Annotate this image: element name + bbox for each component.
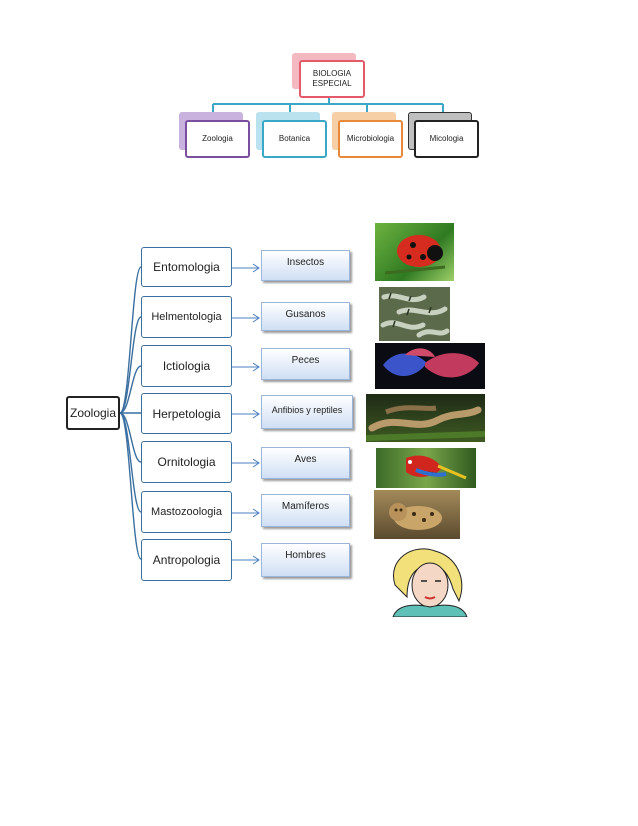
branch-ornitologia: Ornitologia: [141, 441, 232, 483]
leaf-mamiferos: Mamíferos: [261, 494, 350, 527]
snake-photo: [366, 394, 485, 442]
ladybug-photo: [375, 223, 454, 281]
zoologia-root-node: Zoologia: [66, 396, 120, 430]
leaf-hombres: Hombres: [261, 543, 350, 577]
branch-helmentologia: Helmentologia: [141, 296, 232, 338]
micologia-node: Micologia: [414, 120, 479, 158]
branch-antropologia: Antropologia: [141, 539, 232, 581]
branch-arrows: [232, 263, 260, 565]
parrot-photo: [376, 448, 476, 488]
leaf-gusanos: Gusanos: [261, 302, 350, 331]
branch-mastozoologia: Mastozoologia: [141, 491, 232, 533]
worms-photo: [379, 287, 450, 341]
zoology-branch-curves: [119, 266, 142, 560]
microbiologia-node: Microbiologia: [338, 120, 403, 158]
branch-herpetologia: Herpetologia: [141, 393, 232, 434]
wildcat-photo: [374, 490, 460, 539]
leaf-aves: Aves: [261, 447, 350, 479]
betta-fish-photo: [375, 343, 485, 389]
botanica-node: Botanica: [262, 120, 327, 158]
leaf-anfibios-reptiles: Anfibios y reptiles: [261, 395, 353, 429]
branch-entomologia: Entomologia: [141, 247, 232, 287]
woman-illustration: [383, 545, 475, 617]
leaf-insectos: Insectos: [261, 250, 350, 281]
branch-ictiologia: Ictiologia: [141, 345, 232, 387]
zoologia-node: Zoologia: [185, 120, 250, 158]
leaf-peces: Peces: [261, 348, 350, 380]
biologia-especial-node: BIOLOGIA ESPECIAL: [299, 60, 365, 98]
